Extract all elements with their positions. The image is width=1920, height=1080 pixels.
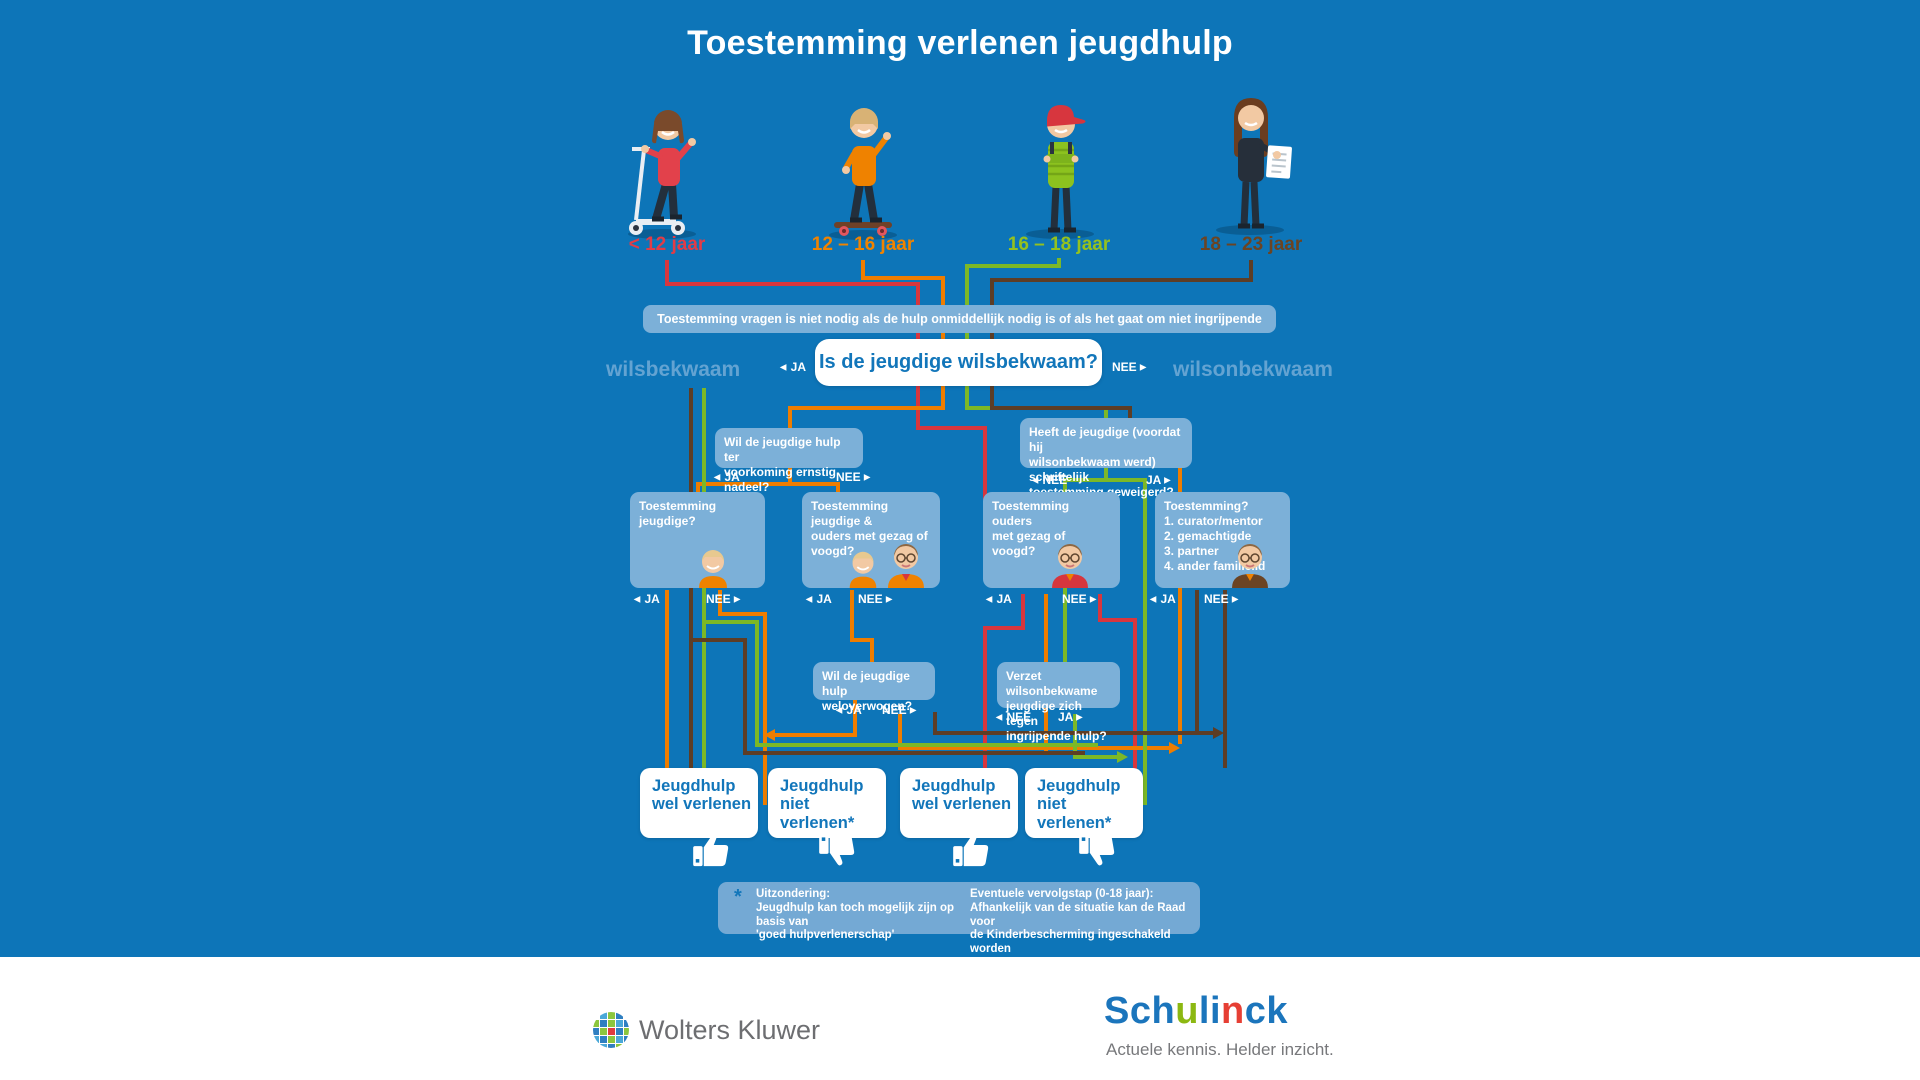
schulinck-tagline: Actuele kennis. Helder inzicht. [1106, 1040, 1334, 1059]
flow-orange-welnee [898, 714, 1170, 750]
box2-ja-label: ◀ JA [806, 592, 832, 606]
flow-green-verzetja [1073, 714, 1118, 759]
flow-lines-green [702, 258, 1147, 805]
geweigerd-ja-label: JA ▶ [1146, 473, 1172, 487]
box4-nee-label: NEE ▶ [1204, 592, 1240, 606]
label-wilsonbekwaam: wilsonbekwaam [1173, 358, 1333, 381]
box4-ja-label: ◀ JA [1150, 592, 1176, 606]
main-ja-label: ◀ JA [780, 360, 806, 374]
age-label-16-18: 16 – 18 jaar [1007, 234, 1111, 255]
flow-orange-welja [774, 700, 857, 737]
thumb-down-icon [1079, 833, 1115, 866]
arrow-orange-right [1169, 742, 1180, 754]
question-verzet: Verzet wilsonbekwame jeugdige zich tegen… [997, 662, 1120, 743]
age-label-under-12: < 12 jaar [628, 234, 706, 255]
label-wilsbekwaam: wilsbekwaam [606, 358, 741, 381]
question-toestemming-vertegenwoordiger: Toestemming? 1. curator/mentor 2. gemach… [1155, 492, 1290, 588]
geweigerd-nee-label: ◀ NEE [1032, 473, 1068, 487]
flow-arrowheads [764, 727, 1224, 763]
avatar-jeugdige-icon [849, 551, 877, 588]
flow-lines-brown [689, 260, 1253, 805]
wolters-kluwer-globe-icon [593, 1012, 629, 1048]
flow-green-branch [704, 620, 1098, 747]
footnote-right: Eventuele vervolgstap (0-18 jaar): Afhan… [970, 888, 1186, 956]
verzet-nee-label: ◀ NEE [996, 710, 1032, 724]
page-title: Toestemming verlenen jeugdhulp [687, 24, 1233, 62]
exception-banner: Toestemming vragen is niet nodig als de … [643, 305, 1276, 354]
question-weloverwogen: Wil de jeugdige hulp weloverwogen? [813, 662, 935, 713]
character-under-12-girl-scooter [628, 110, 696, 239]
thumb-up-icon [953, 834, 989, 867]
footnote-panel: * Uitzondering: Jeugdhulp kan toch mogel… [718, 882, 1200, 955]
schulinck-part: li [1198, 990, 1222, 1032]
main-nee-label: NEE ▶ [1112, 360, 1148, 374]
flow-orange-nee1 [718, 590, 767, 805]
flow-brown-hor [933, 712, 1214, 735]
ernstig-ja-label: ◀ JA [714, 470, 740, 484]
result-niet-verlenen-2: Jeugdhulp niet verlenen* [1025, 768, 1143, 838]
wolters-kluwer-wordmark: Wolters Kluwer [639, 1014, 821, 1045]
box1-nee-label: NEE ▶ [706, 592, 742, 606]
footnote-asterisk: * [734, 886, 742, 908]
flow-red-ja [983, 594, 1025, 800]
schulinck-part: u [1175, 990, 1199, 1032]
character-16-18-boy-cap [1026, 105, 1094, 239]
question-toestemming-jeugdige: Toestemming jeugdige? [630, 492, 765, 588]
wolters-kluwer-logo: Wolters Kluwer [592, 1008, 820, 1052]
box2-nee-label: NEE ▶ [858, 592, 894, 606]
schulinck-logo: Schulinck [1104, 990, 1288, 1033]
question-schriftelijk-geweigerd: Heeft de jeugdige (voordat hij wilsonbek… [1020, 418, 1192, 499]
schulinck-part: ck [1244, 990, 1289, 1032]
question-ernstig-nadeel: Wil de jeugdige hulp ter voorkoming erns… [715, 428, 863, 494]
arrow-brown-right [1213, 727, 1224, 739]
ernstig-nee-label: NEE ▶ [836, 470, 872, 484]
result-wel-verlenen-2: Jeugdhulp wel verlenen [900, 768, 1018, 838]
avatar-ouder-icon [888, 544, 924, 588]
box3-nee-label: NEE ▶ [1062, 592, 1098, 606]
question-toestemming-ouders: Toestemming ouders met gezag of voogd? [983, 492, 1120, 588]
result-niet-verlenen-1: Jeugdhulp niet verlenen* [768, 768, 886, 838]
main-question-box: Is de jeugdige wilsbekwaam? [815, 339, 1102, 386]
verzet-ja-label: JA ▶ [1058, 710, 1084, 724]
age-label-12-16: 12 – 16 jaar [811, 234, 915, 255]
character-12-16-boy-skateboard [829, 108, 897, 240]
arrow-orange-left [764, 729, 775, 741]
weloverwogen-ja-label: ◀ JA [836, 703, 862, 717]
schulinck-part: n [1221, 990, 1245, 1032]
thumb-up-icon [693, 834, 729, 867]
flow-orange-nee2 [850, 590, 874, 664]
thumb-down-icon [819, 833, 855, 866]
arrow-green-right [1117, 751, 1128, 763]
weloverwogen-nee-label: NEE ▶ [882, 703, 918, 717]
age-label-18-23: 18 – 23 jaar [1199, 234, 1303, 255]
avatar-vertegenwoordiger-icon [1232, 544, 1268, 588]
flow-red-nee [1098, 594, 1137, 800]
flow-brown-branch [691, 638, 1085, 755]
question-toestemming-jeugdige-ouders: Toestemming jeugdige & ouders met gezag … [802, 492, 940, 588]
box1-ja-label: ◀ JA [634, 592, 660, 606]
avatar-ouder-icon [1052, 544, 1088, 588]
box3-ja-label: ◀ JA [986, 592, 1012, 606]
result-wel-verlenen-1: Jeugdhulp wel verlenen [640, 768, 758, 838]
character-18-23-girl-paper [1216, 98, 1292, 235]
flow-green-ja [1106, 478, 1147, 805]
avatar-jeugdige-icon [699, 550, 727, 588]
footnote-left: Uitzondering: Jeugdhulp kan toch mogelij… [756, 888, 955, 942]
schulinck-part: Sch [1104, 990, 1176, 1032]
